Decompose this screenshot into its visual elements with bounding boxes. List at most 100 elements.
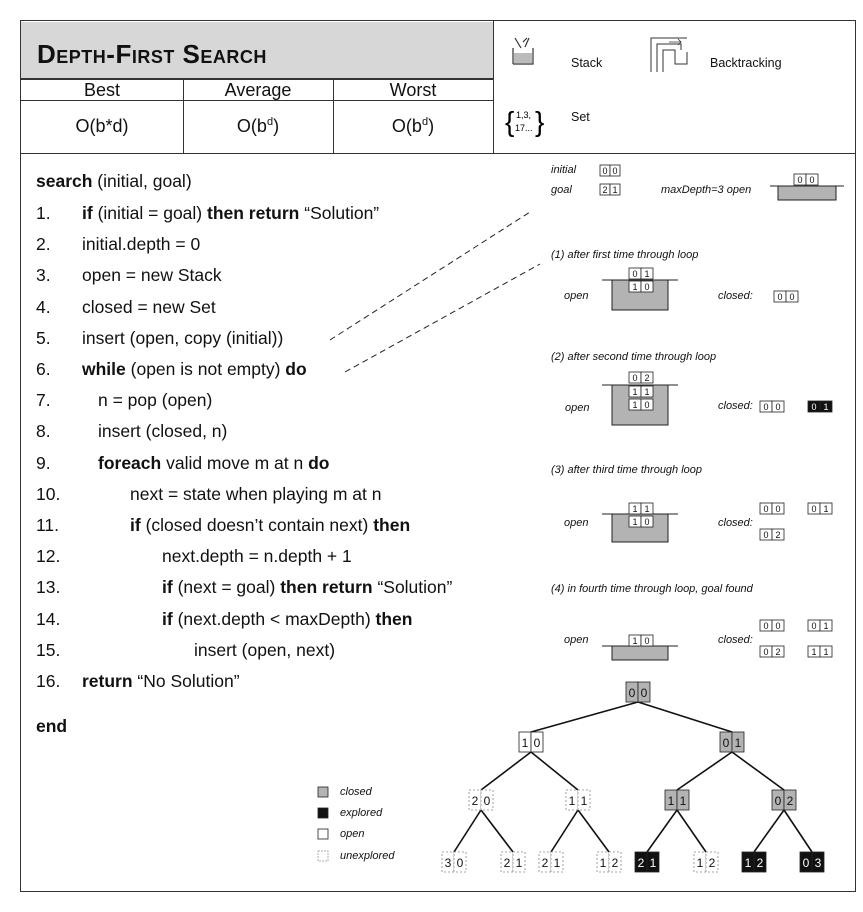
state-digit: 0	[811, 504, 816, 514]
svg-text:{: {	[505, 106, 514, 137]
node-cell	[731, 731, 745, 753]
state-digit: 0	[763, 530, 768, 540]
state-digit: 0	[644, 400, 649, 410]
state-digit: 0	[763, 647, 768, 657]
average-value: O(bd)	[236, 116, 280, 136]
node-digit: 2	[612, 856, 619, 870]
state-cell	[771, 502, 785, 515]
node-digit: 2	[638, 856, 645, 870]
state-digit: 0	[775, 621, 780, 631]
node-digit: 3	[815, 856, 822, 870]
step-caption: (1) after first time through loop	[551, 249, 699, 261]
state-digit: 0	[644, 517, 649, 527]
table-divider	[183, 79, 184, 153]
svg-text:1,3,: 1,3,	[516, 110, 531, 120]
header-divider	[493, 21, 494, 153]
initial-label: initial	[551, 164, 577, 176]
backtracking-icon	[650, 37, 688, 72]
set-icon: { } 1,3, 17...	[505, 106, 544, 137]
state-digit: 2	[602, 185, 607, 195]
card-frame	[20, 20, 856, 892]
state-digit: 1	[644, 269, 649, 279]
node-digit: 1	[581, 794, 588, 808]
state-digit: 2	[644, 373, 649, 383]
svg-text:}: }	[535, 106, 544, 137]
state-cell	[805, 173, 819, 186]
state-digit: 0	[763, 504, 768, 514]
state-cell	[819, 502, 833, 515]
open-stack	[611, 646, 669, 661]
legend-open: open	[340, 828, 365, 840]
code-line: 14.if (next.depth < maxDepth) then	[36, 608, 413, 629]
node-cell	[480, 789, 494, 811]
legend-closed-swatch	[317, 786, 329, 798]
node-cell	[512, 851, 526, 873]
maxdepth-label: maxDepth=3 open	[661, 184, 752, 196]
step-caption: (2) after second time through loop	[551, 351, 717, 363]
open-label: open	[564, 634, 589, 646]
node-digit: 0	[803, 856, 810, 870]
state-digit: 0	[811, 402, 816, 412]
state-cell	[771, 528, 785, 541]
title-banner: Depth-First Search	[21, 22, 493, 79]
node-digit: 0	[629, 686, 636, 700]
code-line: 4.closed = new Set	[36, 296, 216, 317]
state-digit: 0	[602, 166, 607, 176]
goal-label: goal	[551, 184, 572, 196]
node-cell	[705, 851, 719, 873]
closed-label: closed:	[718, 517, 753, 529]
node-digit: 1	[522, 736, 529, 750]
node-digit: 1	[600, 856, 607, 870]
legend-explored: explored	[340, 807, 383, 819]
node-digit: 2	[757, 856, 764, 870]
node-cell	[608, 851, 622, 873]
node-cell	[783, 789, 797, 811]
tree-edge	[577, 809, 610, 853]
node-cell	[637, 681, 651, 703]
state-cell	[819, 400, 833, 413]
open-label: open	[564, 290, 589, 302]
state-cell	[609, 183, 621, 196]
tree-edge	[530, 751, 579, 791]
tree-edge	[637, 701, 733, 733]
state-digit: 1	[632, 387, 637, 397]
node-digit: 1	[569, 794, 576, 808]
average-header: Average	[224, 80, 292, 100]
node-digit: 0	[723, 736, 730, 750]
state-digit: 0	[632, 373, 637, 383]
state-digit: 1	[644, 387, 649, 397]
node-digit: 0	[457, 856, 464, 870]
state-digit: 1	[811, 647, 816, 657]
set-label: Set	[571, 110, 590, 124]
code-footer: end	[36, 716, 68, 736]
code-line: 6.while (open is not empty) do	[36, 359, 307, 379]
node-digit: 1	[554, 856, 561, 870]
code-line: 13.if (next = goal) then return “Solutio…	[36, 577, 453, 598]
node-digit: 2	[787, 794, 794, 808]
tree-edge	[783, 809, 813, 853]
tree-edge	[676, 809, 707, 853]
code-line: 7.n = pop (open)	[36, 390, 213, 411]
